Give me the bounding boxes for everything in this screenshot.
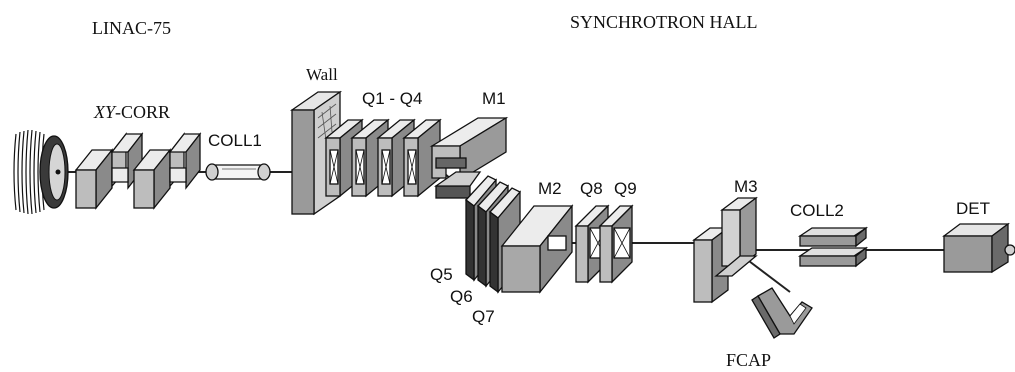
- coll2-label: COLL2: [790, 201, 844, 220]
- electron-gun: [14, 130, 68, 214]
- q9-label: Q9: [614, 179, 637, 198]
- q6-label: Q6: [450, 287, 473, 306]
- faraday-cup: [752, 288, 812, 338]
- q7-label: Q7: [472, 307, 495, 326]
- m3-label: M3: [734, 177, 758, 196]
- wall-label: Wall: [306, 65, 338, 84]
- collimator-1: [206, 164, 270, 180]
- q1-q4-label: Q1 - Q4: [362, 89, 422, 108]
- coll1-label: COLL1: [208, 131, 262, 150]
- q8-label: Q8: [580, 179, 603, 198]
- synchrotron-hall-label: SYNCHROTRON HALL: [570, 12, 758, 32]
- linac-label: LINAC-75: [92, 18, 171, 38]
- m2-label: M2: [538, 179, 562, 198]
- q5-label: Q5: [430, 265, 453, 284]
- m1-label: M1: [482, 89, 506, 108]
- xy-corr-label: XY-CORR: [93, 102, 170, 122]
- xy-corrector-1: [76, 134, 142, 208]
- det-label: DET: [956, 199, 990, 218]
- fcap-label: FCAP: [726, 350, 771, 370]
- xy-corr-label-suffix: -CORR: [115, 102, 170, 122]
- collimator-2: [800, 228, 866, 266]
- xy-corrector-2: [134, 134, 200, 208]
- xy-corr-label-italic: XY: [93, 102, 117, 122]
- dipole-magnet-m3: [694, 198, 756, 302]
- detector: [944, 224, 1015, 272]
